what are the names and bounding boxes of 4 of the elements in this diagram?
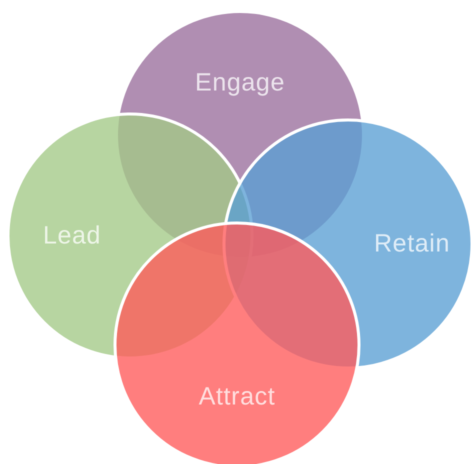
- circle-label: Engage: [195, 70, 285, 96]
- circle-label: Attract: [198, 384, 276, 410]
- circle-label: Retain: [374, 232, 450, 256]
- circle-label: Lead: [42, 224, 102, 248]
